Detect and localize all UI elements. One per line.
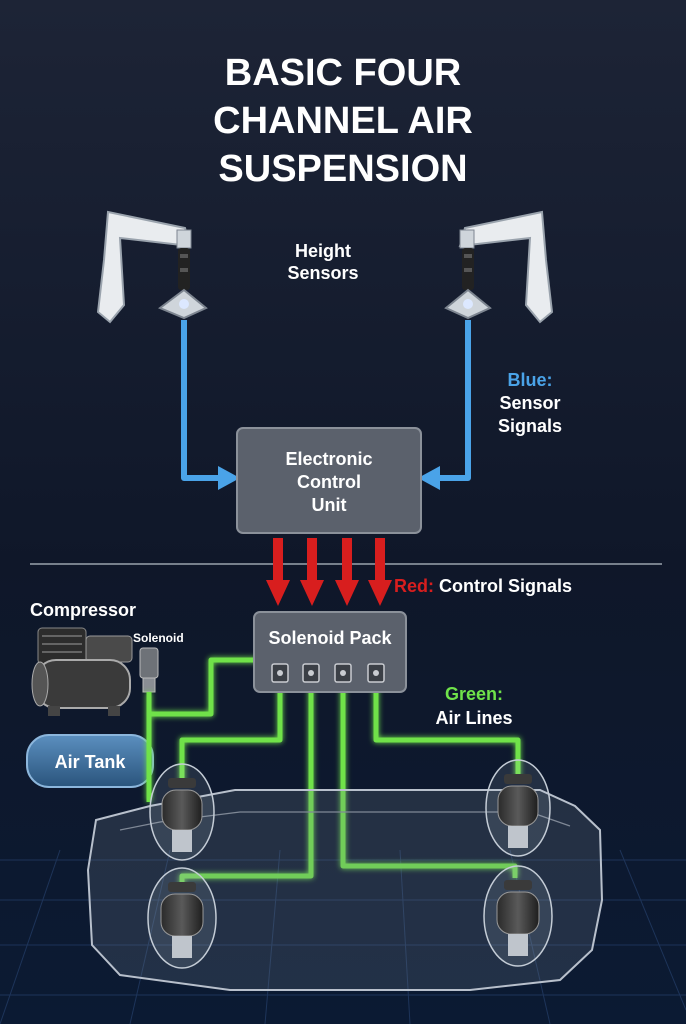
air-line-front-right <box>373 674 521 778</box>
svg-text:Control: Control <box>297 472 361 492</box>
title-line-1: BASIC FOUR <box>225 52 461 94</box>
grid-floor <box>0 849 686 1024</box>
sensor-arrow-left <box>218 466 240 490</box>
control-arrow-3 <box>335 538 359 606</box>
svg-text:Green:: Green: <box>445 684 503 704</box>
air-tank-label: Air Tank <box>55 752 127 772</box>
air-spring-rear-right <box>483 865 553 967</box>
air-spring-rear-left <box>147 867 217 969</box>
compressor-label: Compressor <box>30 600 136 620</box>
compressor-solenoid: Solenoid <box>133 631 184 693</box>
blue-key-label: Blue: Sensor Signals <box>498 370 562 436</box>
solenoid-pack: Solenoid Pack <box>253 611 407 693</box>
control-signal-arrows <box>266 538 392 606</box>
svg-text:Blue:: Blue: <box>508 370 553 390</box>
electronic-control-unit: Electronic Control Unit <box>236 427 422 534</box>
svg-text:Signals: Signals <box>498 416 562 436</box>
title-line-3: SUSPENSION <box>218 148 467 190</box>
green-key-label: Green: Air Lines <box>435 684 512 728</box>
sensor-signal-line-right <box>436 320 471 481</box>
sensor-signal-line-left <box>181 320 222 481</box>
air-line-front-left <box>179 674 283 782</box>
svg-text:Electronic: Electronic <box>285 449 372 469</box>
air-tank: Air Tank <box>26 734 154 788</box>
compressor: Compressor <box>30 600 136 716</box>
sensor-arrow-right <box>418 466 440 490</box>
vehicle-chassis <box>86 789 604 991</box>
svg-text:Unit: Unit <box>312 495 347 515</box>
svg-text:Sensor: Sensor <box>499 393 560 413</box>
sensor-signal-lines <box>181 320 471 481</box>
title: BASIC FOUR CHANNEL AIR SUSPENSION <box>213 52 473 190</box>
control-arrow-2 <box>300 538 324 606</box>
svg-text:Height: Height <box>295 241 351 261</box>
air-spring-front-right <box>485 759 551 857</box>
air-spring-front-left <box>149 763 215 861</box>
solenoid-label: Solenoid <box>133 631 184 645</box>
control-arrow-4 <box>368 538 392 606</box>
air-line-rear-right <box>340 674 518 878</box>
height-sensor-left <box>96 210 208 324</box>
title-line-2: CHANNEL AIR <box>213 100 473 142</box>
height-sensors-label: Height Sensors <box>287 241 358 283</box>
height-sensor-right <box>444 210 554 324</box>
solenoid-pack-label: Solenoid Pack <box>268 628 392 648</box>
control-arrow-1 <box>266 538 290 606</box>
svg-text:Sensors: Sensors <box>287 263 358 283</box>
red-key-label: Red:Control Signals <box>394 576 572 596</box>
svg-text:Air Lines: Air Lines <box>435 708 512 728</box>
